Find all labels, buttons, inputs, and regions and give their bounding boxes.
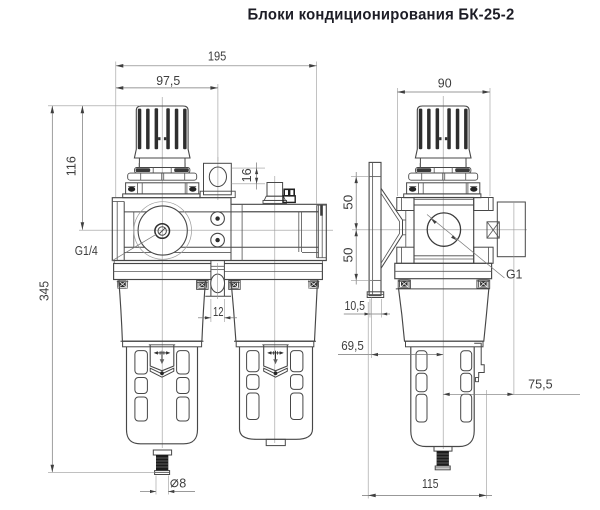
svg-text:12: 12 [213,304,224,319]
svg-text:50: 50 [340,248,355,263]
svg-text:115: 115 [422,476,439,491]
svg-text:10,5: 10,5 [345,298,366,313]
svg-text:16: 16 [239,168,254,182]
svg-text:G1: G1 [506,267,523,282]
svg-text:75,5: 75,5 [528,377,553,392]
svg-text:116: 116 [64,156,79,176]
svg-text:69,5: 69,5 [341,338,364,353]
svg-text:97,5: 97,5 [156,73,180,88]
svg-text:Блоки кондиционирования БК-25-: Блоки кондиционирования БК-25-2 [248,7,515,24]
svg-text:195: 195 [208,48,227,63]
svg-text:50: 50 [340,195,355,210]
svg-text:G1/4: G1/4 [75,243,98,258]
svg-text:8: 8 [179,476,186,491]
svg-text:90: 90 [438,75,452,90]
svg-text:345: 345 [36,281,51,301]
